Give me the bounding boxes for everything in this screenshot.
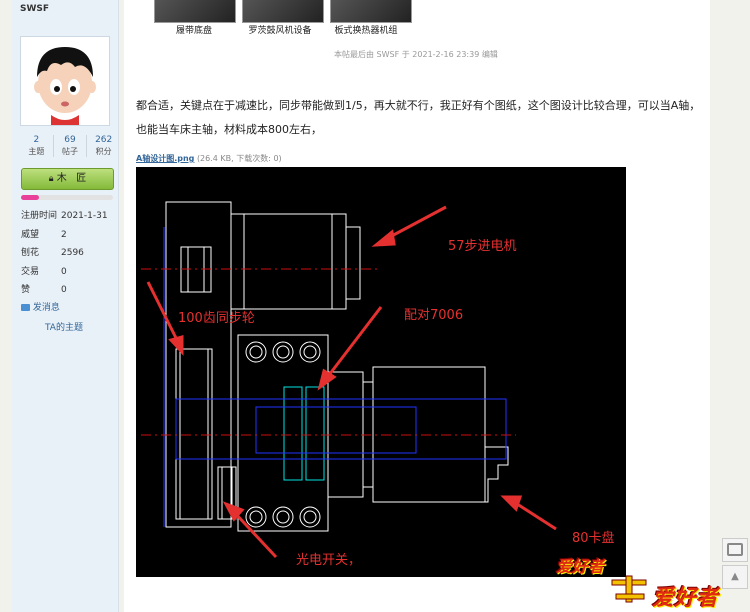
thumb-image-heat-exchanger[interactable]	[330, 0, 412, 23]
cad-drawing-image[interactable]: 57步进电机 100齿同步轮 配对7006 光电开关， 80卡盘 爱好者	[136, 167, 626, 577]
label-chuck: 80卡盘	[572, 531, 615, 546]
site-logo-watermark: 爱好者	[652, 586, 719, 611]
info-row-trades: 交易 0	[21, 266, 67, 277]
ta-topics-link[interactable]: TA的主题	[45, 323, 83, 333]
info-row-register-date: 注册时间 2021-1-31	[21, 211, 108, 221]
attachment-link[interactable]: A轴设计图.png	[136, 154, 195, 163]
attachment-info: A轴设计图.png (26.4 KB, 下载次数: 0)	[136, 153, 282, 164]
related-thumbs	[154, 0, 412, 23]
edit-note: 本帖最后由 SWSF 于 2021-2-16 23:39 编辑	[334, 50, 498, 59]
envelope-icon	[21, 304, 30, 311]
thumb-image-roots-blower[interactable]	[242, 0, 324, 23]
comment-button[interactable]	[722, 538, 748, 562]
send-message-link[interactable]: 发消息	[21, 300, 60, 313]
stat-points[interactable]: 262 积分	[95, 135, 113, 156]
author-name[interactable]: SWSF	[20, 4, 50, 14]
info-row-likes: 赞 0	[21, 285, 67, 295]
info-row-prestige: 威望 2	[21, 229, 67, 240]
post-content: 履带底盘 罗茨鼓风机设备 板式换热器机组 本帖最后由 SWSF 于 2021-2…	[124, 0, 710, 612]
comment-icon	[727, 542, 743, 556]
thumb-label[interactable]: 罗茨鼓风机设备	[248, 26, 312, 36]
info-row-shavings: 刨花 2596	[21, 248, 84, 258]
watermark-brand: 爱好者	[556, 557, 605, 576]
author-info: 注册时间 2021-1-31 威望 2 刨花 2596 交易 0 赞 0	[21, 207, 121, 300]
avatar[interactable]	[20, 36, 110, 126]
back-to-top-icon: ▲	[731, 571, 739, 582]
rank-label: 木 匠	[56, 173, 87, 184]
label-bearing: 配对7006	[404, 308, 464, 323]
level-progress	[21, 195, 113, 200]
rank-icon: 🔒︎	[48, 174, 54, 184]
label-stepper-motor: 57步进电机	[448, 239, 517, 254]
post-body-text: 都合适，关键点在于减速比，同步带能做到1/5，再大就不行，我正好有个图纸，这个图…	[136, 99, 701, 136]
thumb-label[interactable]: 板式换热器机组	[334, 26, 398, 36]
thumb-image-tracked-chassis[interactable]	[154, 0, 236, 23]
stat-topics[interactable]: 2 主题	[20, 135, 54, 157]
author-stats: 2 主题 69 帖子 262 积分	[20, 135, 120, 157]
thumb-label[interactable]: 履带底盘	[175, 26, 212, 36]
site-logo-mark-icon	[611, 575, 647, 603]
label-photoelectric-switch: 光电开关，	[296, 553, 362, 568]
rank-badge: 🔒︎ 木 匠	[21, 168, 114, 190]
attachment-meta: (26.4 KB, 下载次数: 0)	[196, 154, 282, 163]
cad-lines	[141, 201, 557, 559]
floating-tools: ▲	[722, 538, 748, 592]
level-progress-fill	[21, 195, 40, 200]
label-timing-pulley: 100齿同步轮	[178, 311, 255, 326]
stat-posts[interactable]: 69 帖子	[54, 135, 88, 157]
related-thumb-labels: 履带底盘 罗茨鼓风机设备 板式换热器机组	[154, 23, 406, 36]
avatar-cartoon-boy-icon	[34, 47, 96, 125]
back-to-top-button[interactable]: ▲	[722, 565, 748, 589]
author-sidebar: SWSF 2 主题 69 帖子 262 积分 🔒︎ 木	[12, 0, 119, 612]
